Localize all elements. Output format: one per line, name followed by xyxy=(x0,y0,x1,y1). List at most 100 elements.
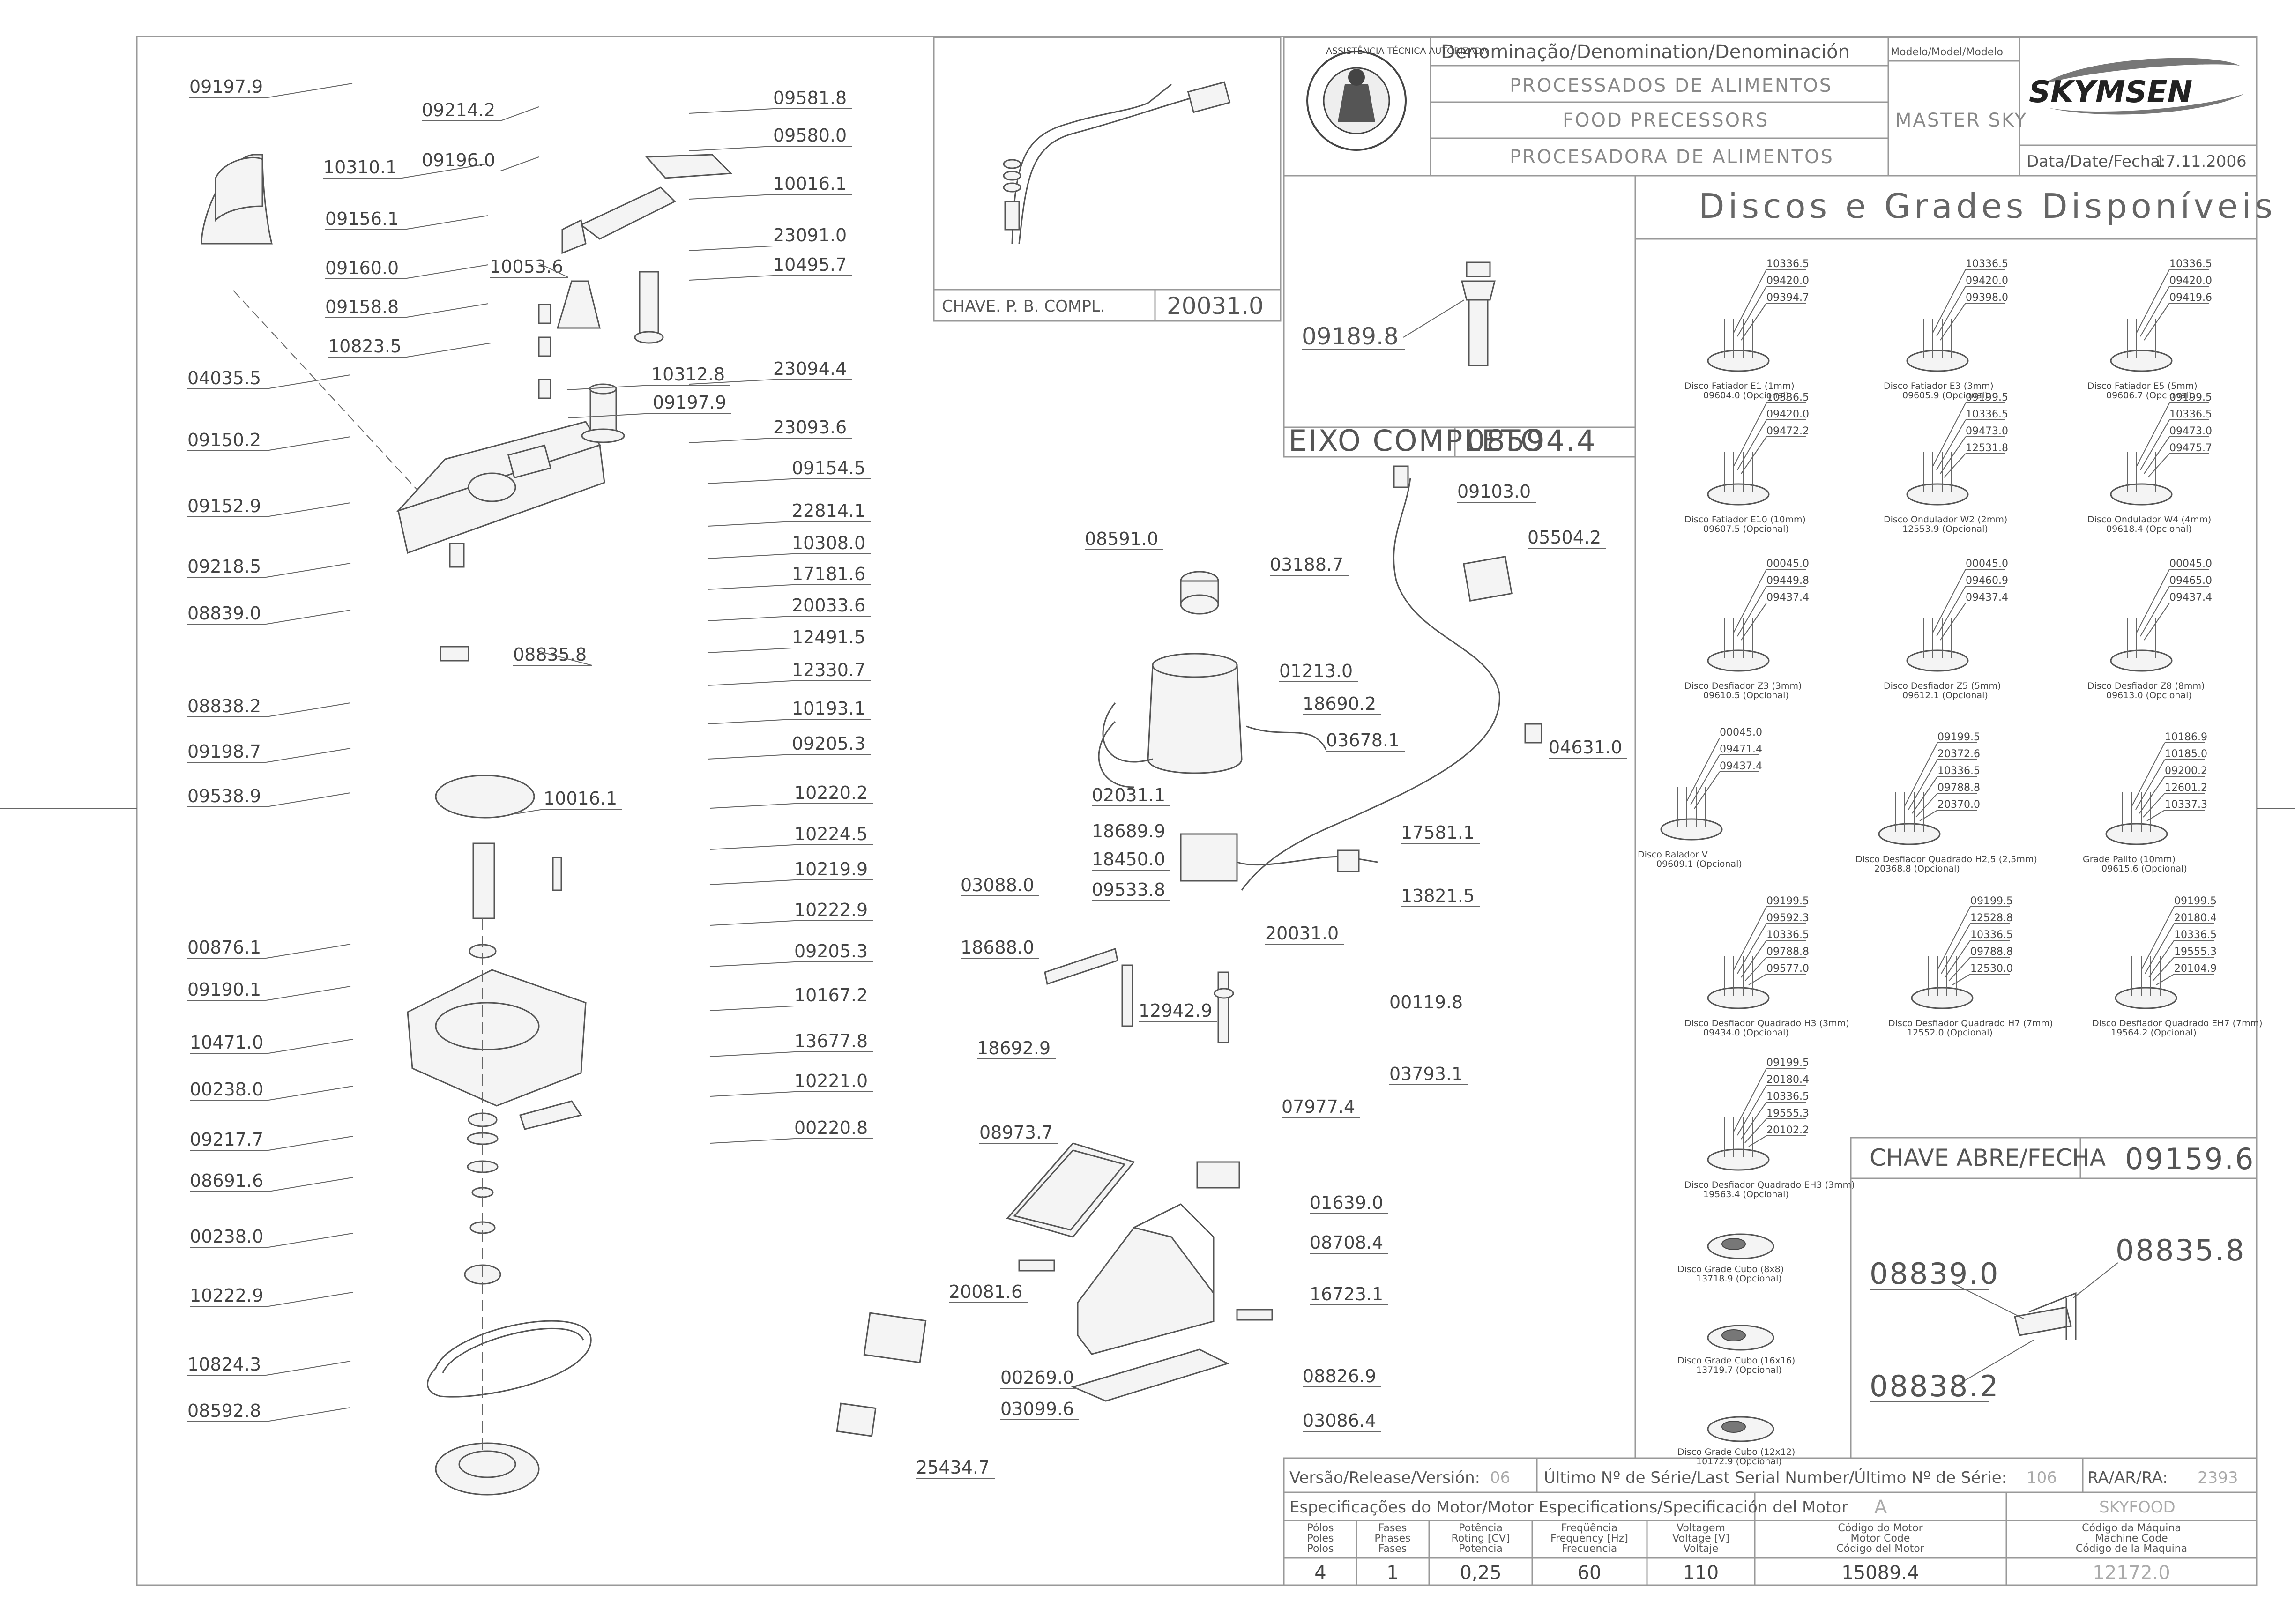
disc-leader xyxy=(1945,940,1971,978)
disc-code: 19563.4 (Opcional) xyxy=(1703,1189,1789,1199)
name-pt: PROCESSADOS DE ALIMENTOS xyxy=(1510,75,1833,97)
disc-leader xyxy=(2140,286,2170,337)
disc-part-label: 09460.9 xyxy=(1966,575,2008,587)
part-label: 23093.6 xyxy=(773,417,847,438)
part-label: 13821.5 xyxy=(1401,886,1475,906)
eixo-code: 08594.4 xyxy=(1467,424,1596,458)
disc-part-label: 10336.5 xyxy=(1970,929,2013,941)
grade-code: 13719.7 (Opcional) xyxy=(1696,1365,1782,1375)
disc-part-label: 10336.5 xyxy=(1766,929,1809,941)
leader-line xyxy=(266,986,351,1001)
leader-line xyxy=(268,1177,353,1192)
disc-leader xyxy=(1741,436,1767,474)
disc-leader xyxy=(2148,940,2175,978)
disc-leader xyxy=(1937,906,1971,970)
left-assembly-labels: 09197.910310.109214.209196.009581.809580… xyxy=(187,76,873,1422)
disc-part-label: 10336.5 xyxy=(2169,409,2212,420)
part-label: 09150.2 xyxy=(187,430,261,450)
leader-line xyxy=(266,748,351,763)
discs-title: Discos e Grades Disponíveis xyxy=(1699,186,2276,226)
disc-leader xyxy=(2131,742,2165,806)
leader-line xyxy=(515,809,544,814)
leader-line xyxy=(707,680,792,686)
motor-header-cell: Frequency [Hz] xyxy=(1550,1533,1628,1544)
part-label: 00269.0 xyxy=(1000,1367,1074,1388)
leader-line xyxy=(266,792,351,807)
part-label: 09196.0 xyxy=(422,150,495,171)
disc-code: 12552.0 (Opcional) xyxy=(1907,1028,1993,1038)
disc-leader xyxy=(1741,603,1767,641)
motor-spec-label: Especificações do Motor/Motor Especifica… xyxy=(1289,1498,1848,1517)
part-label: 10221.0 xyxy=(794,1071,868,1091)
disc-leader xyxy=(2136,402,2170,467)
motor-header-cell: Roting [CV] xyxy=(1452,1533,1510,1544)
leader-line xyxy=(566,385,652,390)
disc-part-label: 00045.0 xyxy=(1720,727,1762,738)
disc-leader xyxy=(1936,286,1966,337)
disc-name: Grade Palito (10mm) xyxy=(2083,854,2176,864)
chave-abre-code: 09159.6 xyxy=(2125,1142,2255,1176)
disc-part-label: 09788.8 xyxy=(1970,946,2013,958)
disc-part-label: 09788.8 xyxy=(1766,946,1809,958)
leader-line xyxy=(266,563,351,578)
part-label: 18450.0 xyxy=(1092,849,1165,870)
part-label: 09103.0 xyxy=(1457,481,1531,502)
disc-leader xyxy=(1733,1068,1767,1132)
eixo-part: 09189.8 xyxy=(1302,323,1399,350)
disc-leader xyxy=(1733,569,1767,633)
part-label: 09205.3 xyxy=(792,733,865,754)
disc-part-label: 09473.0 xyxy=(1966,425,2008,437)
disc-leader xyxy=(1744,957,1767,982)
disc-leader xyxy=(1733,269,1767,333)
motor-product: SKYFOOD xyxy=(2099,1498,2176,1517)
disc-leader xyxy=(1908,759,1938,810)
chave-abre-part-0: 08839.0 xyxy=(1870,1257,1999,1291)
part-label: 03088.0 xyxy=(961,875,1034,895)
disc-part-label: 09437.4 xyxy=(1720,760,1762,772)
part-label: 18688.0 xyxy=(961,937,1034,958)
part-label: 10312.8 xyxy=(651,364,725,385)
motor-value-cell: 1 xyxy=(1386,1562,1398,1584)
disc-name: Disco Desfiador Quadrado H3 (3mm) xyxy=(1684,1018,1849,1028)
denomination-header: Denominação/Denomination/Denominación xyxy=(1441,41,1850,63)
model-header: Modelo/Model/Modelo xyxy=(1891,46,2003,58)
leader-line xyxy=(538,651,592,666)
model-name: MASTER SKY xyxy=(1895,110,2027,131)
part-label: 00119.8 xyxy=(1389,992,1463,1013)
leader-line xyxy=(707,521,792,527)
disc-shape xyxy=(2110,350,2173,372)
disc-item: Disco Desfiador Z5 (5mm)09612.1 (Opciona… xyxy=(1884,558,2008,700)
leader-line xyxy=(266,610,351,625)
leader-line xyxy=(688,194,774,200)
part-label: 09197.9 xyxy=(653,392,726,413)
leader-line xyxy=(268,1292,353,1307)
eixo-label: EIXO COMPLETO xyxy=(1289,424,1545,458)
disc-leader xyxy=(2152,957,2175,982)
disc-leader xyxy=(1932,569,1966,633)
part-label: 22814.1 xyxy=(792,500,865,521)
part-label: 23091.0 xyxy=(773,225,847,246)
grade-item: Disco Grade Cubo (12x12)10172.9 (Opciona… xyxy=(1677,1416,1795,1467)
part-label: 10193.1 xyxy=(792,698,865,719)
disc-part-label: 10336.5 xyxy=(1766,1091,1809,1103)
motor-value-cell: 4 xyxy=(1314,1562,1326,1584)
motor-value-cell: 110 xyxy=(1683,1562,1719,1584)
disc-part-label: 09420.0 xyxy=(2169,275,2212,287)
disc-name: Disco Ondulador W2 (2mm) xyxy=(1884,514,2007,525)
disc-code: 09606.7 (Opcional) xyxy=(2106,390,2192,401)
part-label: 08591.0 xyxy=(1085,529,1158,549)
part-label: 10308.0 xyxy=(792,533,865,553)
leader-line xyxy=(266,944,351,959)
leader-line xyxy=(403,264,489,279)
disc-part-label: 00045.0 xyxy=(1966,558,2008,570)
disc-leader xyxy=(2136,269,2170,333)
disc-code: 09610.5 (Opcional) xyxy=(1703,690,1789,700)
part-label: 04035.5 xyxy=(187,368,261,388)
part-label: 10471.0 xyxy=(190,1032,263,1053)
leader-line xyxy=(709,1051,795,1057)
disc-part-label: 10337.3 xyxy=(2165,799,2207,811)
motor-headers: PólosPolesPolosFasesPhasesFasesPotênciaR… xyxy=(1307,1522,2187,1555)
leader-line xyxy=(500,156,539,171)
motor-value-cell: 15089.4 xyxy=(1841,1562,1919,1584)
